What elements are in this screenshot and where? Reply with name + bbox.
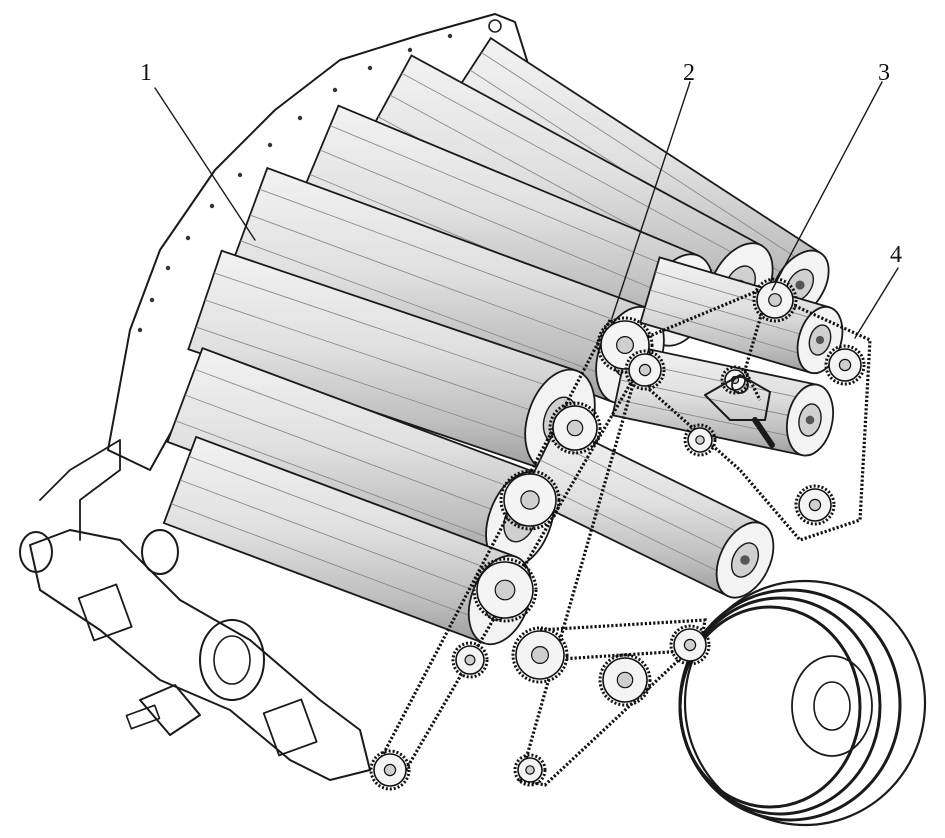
callout-leaders	[154, 81, 899, 339]
sprocket	[683, 423, 717, 457]
chain-drive-right	[638, 284, 872, 542]
sprocket	[369, 749, 411, 791]
sprocket	[824, 344, 866, 386]
tensioner-arm	[704, 374, 775, 448]
callout-2: 2	[683, 60, 695, 86]
callout-4: 4	[890, 242, 902, 268]
roller-cylinder	[521, 422, 775, 599]
sprocket	[511, 626, 569, 684]
sprocket	[624, 349, 666, 391]
sprocket	[794, 484, 836, 526]
sprocket	[669, 624, 711, 666]
callout-3: 3	[878, 60, 890, 86]
sprocket	[499, 469, 561, 531]
sprocket	[513, 753, 547, 787]
sprocket	[548, 401, 602, 455]
axle-assembly	[19, 439, 371, 781]
roller-cylinder	[611, 343, 834, 457]
sprocket	[472, 557, 538, 623]
roller-group	[162, 36, 844, 646]
sprocket-set	[369, 277, 866, 791]
sprocket	[451, 641, 489, 679]
sprocket	[752, 277, 798, 323]
wheel	[678, 579, 927, 827]
callout-1: 1	[140, 60, 152, 86]
sprocket	[598, 653, 652, 707]
